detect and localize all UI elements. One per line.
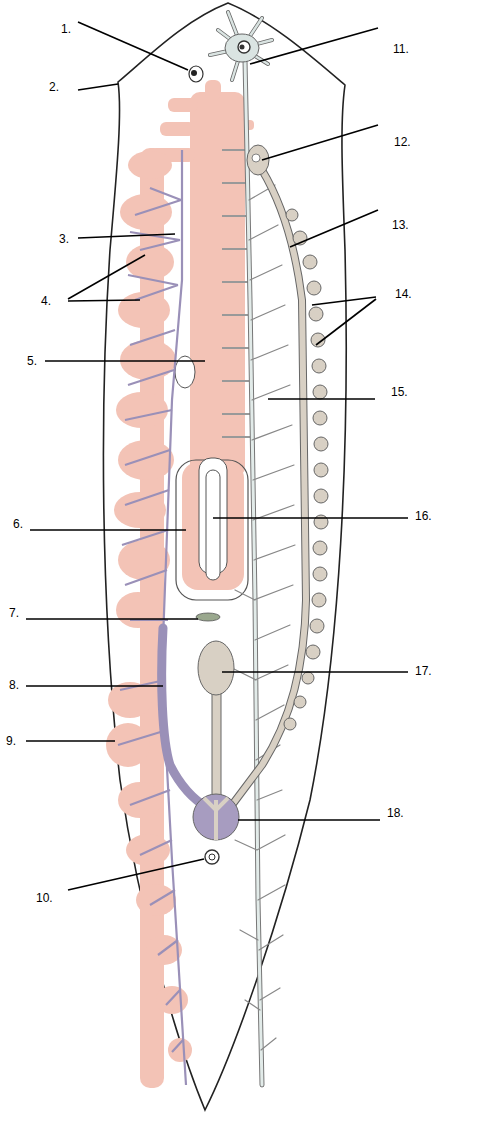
callout-number: 17. — [414, 664, 433, 678]
gonopore-inner — [209, 854, 215, 860]
genital-atrium — [193, 794, 239, 840]
tan-duct — [232, 145, 328, 805]
callout-number: 13. — [391, 218, 410, 232]
callout-number: 5. — [26, 354, 38, 368]
callout-number: 9. — [5, 734, 17, 748]
callout-number: 12. — [393, 135, 412, 149]
gonopore — [205, 850, 219, 864]
callout-number: 1. — [60, 22, 72, 36]
bulb-stem — [212, 688, 221, 803]
eyespot-pigment — [191, 70, 197, 76]
callout-number: 15. — [390, 385, 409, 399]
callout-number: 2. — [48, 80, 60, 94]
callout-number: 7. — [8, 606, 20, 620]
atrium-ducts — [204, 798, 228, 840]
pharynx-pocket — [176, 460, 248, 600]
callout-number: 3. — [58, 232, 70, 246]
callout-number: 18. — [386, 806, 405, 820]
callout-number: 10. — [35, 891, 54, 905]
eyespot — [189, 66, 203, 82]
purple-ducts — [118, 150, 186, 1085]
mouth — [196, 613, 220, 621]
pharynx — [206, 470, 220, 580]
callout-number: 8. — [8, 678, 20, 692]
callout-number: 11. — [392, 42, 410, 56]
callout-number: 6. — [12, 517, 24, 531]
callout-number: 16. — [414, 509, 433, 523]
callout-number: 4. — [40, 294, 52, 308]
copulatory-bulb — [198, 641, 234, 695]
body-outline — [103, 3, 346, 1110]
callout-number: 14. — [394, 287, 413, 301]
leader-lines — [26, 22, 408, 890]
gut — [106, 80, 254, 1088]
brain — [210, 12, 272, 80]
